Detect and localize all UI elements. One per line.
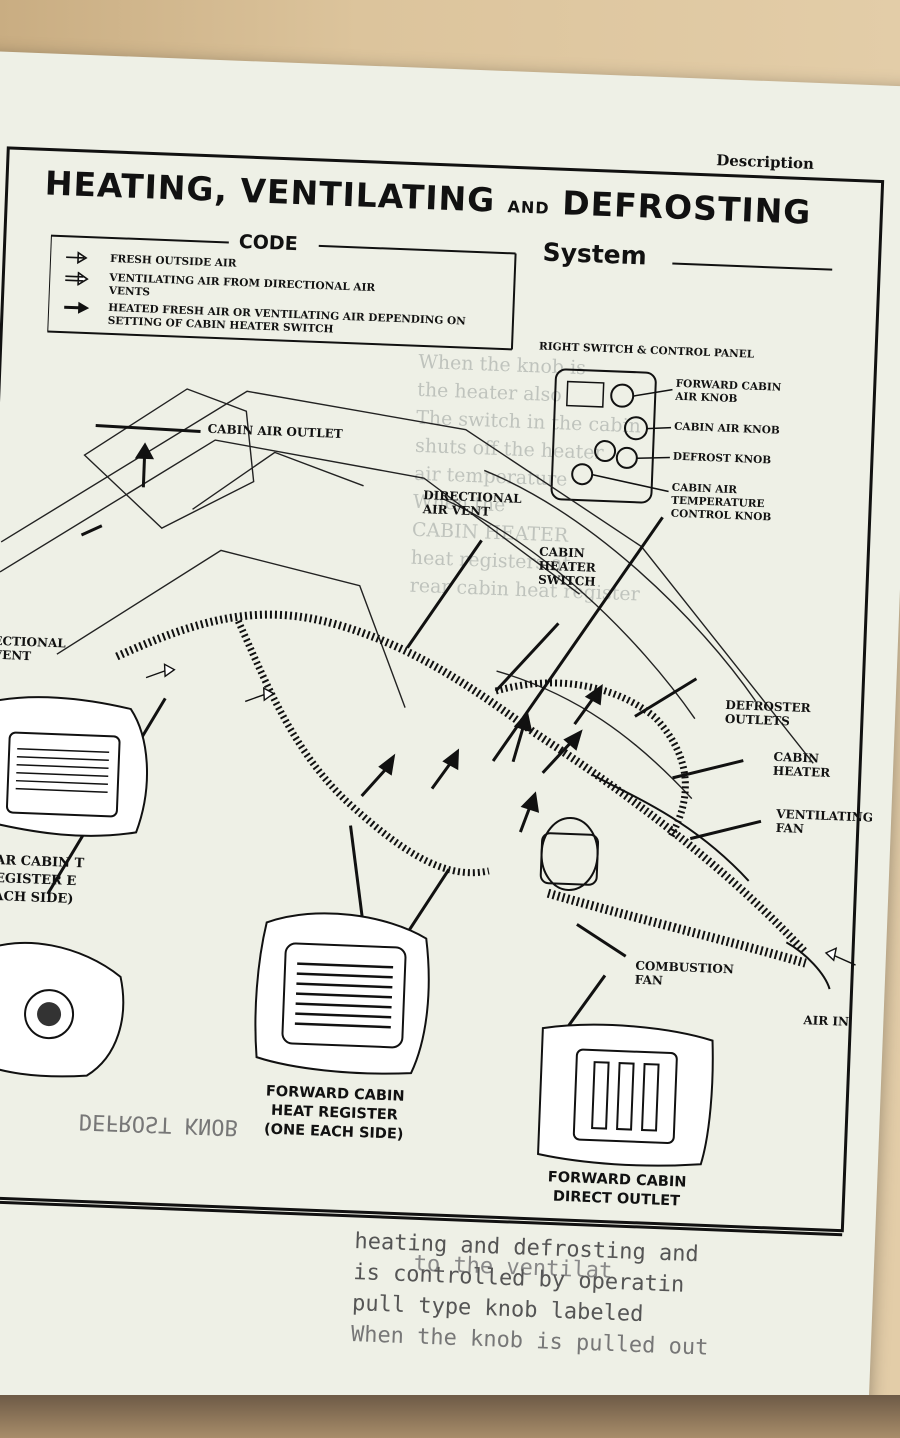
label-forward-cabin-direct-outlet: FORWARD CABIN DIRECT OUTLET	[547, 1169, 687, 1210]
label-ventilating-fan: VENTILATING FAN	[775, 806, 874, 836]
rear-cabin-register-inset	[0, 696, 148, 837]
fresh-air-arrow-icon	[66, 251, 88, 265]
manual-page: When the knob is the heater also The swi…	[0, 50, 900, 1438]
knob-inset	[0, 941, 125, 1078]
subtitle-rule	[672, 262, 833, 271]
forward-direct-outlet-inset	[537, 1023, 714, 1167]
code-legend: CODE FRESH OUTSIDE AIR VENTILATING AIR F…	[47, 224, 517, 352]
label-cabin-heater: CABIN HEATER	[772, 749, 831, 780]
code-legend-box	[47, 234, 517, 351]
control-panel	[550, 368, 673, 504]
airplane-cabin-drawing	[0, 388, 856, 1035]
heated-air-arrow-icon	[64, 301, 90, 314]
label-air-in: AIR IN	[803, 1013, 850, 1029]
forward-duct	[235, 619, 490, 877]
label-combustion-fan: COMBUSTION FAN	[634, 958, 735, 988]
label-forward-cabin-heat-register: FORWARD CABIN HEAT REGISTER (ONE EACH SI…	[263, 1083, 405, 1143]
label-defroster-outlets: DEFROSTER OUTLETS	[724, 697, 811, 729]
label-directional-air-vent: DIRECTIONAL AIR VENT	[422, 488, 522, 519]
bleed-text-lower-left: DEFROST KNOB	[78, 1108, 239, 1140]
book-edge	[0, 1395, 900, 1438]
ventilating-air-arrow-icon	[65, 271, 89, 287]
bleed-text-below-frame: heating and defrosting and is controlled…	[350, 1229, 709, 1361]
forward-heat-register-inset	[254, 912, 430, 1075]
label-directional-vent-left: ECTIONAL VENT	[0, 633, 66, 664]
label-cabin-heater-switch: CABIN HEATER SWITCH	[537, 544, 597, 589]
diagram-frame	[0, 146, 885, 1237]
label-rear-cabin-register: CAR CABIN T REGISTER E EACH SIDE)	[0, 852, 85, 907]
main-duct	[115, 610, 809, 956]
